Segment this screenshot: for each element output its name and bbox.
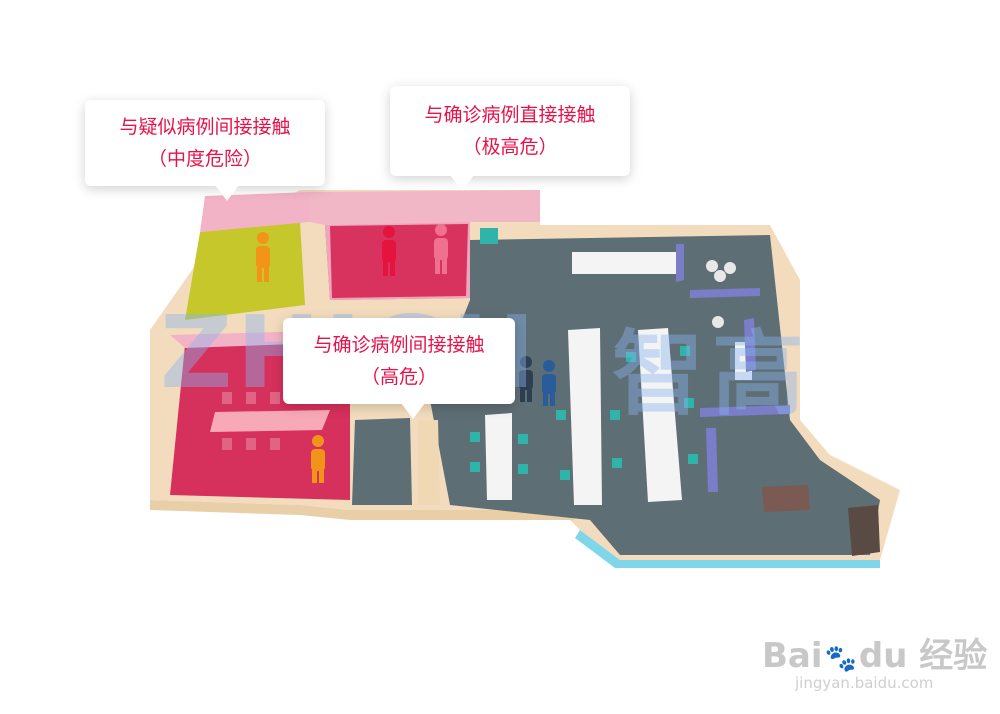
shelf <box>848 505 880 556</box>
person-office-worker <box>519 356 533 402</box>
callout-extreme-risk-line2: （极高危） <box>462 136 558 158</box>
baidu-url: jingyan.baidu.com <box>795 674 934 692</box>
callout-medium-risk-line1: 与疑似病例间接接触 <box>119 116 291 138</box>
person-confirmed <box>382 226 396 276</box>
medium-risk-zone <box>185 222 305 320</box>
lounge-chairs <box>706 260 736 328</box>
baidu-logo-cn: 经验 <box>919 636 988 676</box>
callout-extreme-risk: 与确诊病例直接接触 （极高危） <box>390 86 630 191</box>
reception-desk <box>762 485 810 512</box>
callout-high-risk-line2: （高危） <box>360 366 437 388</box>
callout-extreme-risk-line1: 与确诊病例直接接触 <box>424 104 596 126</box>
meeting-table-icon <box>210 392 330 450</box>
callout-medium-risk-line2: （中度危险） <box>147 148 262 170</box>
person-direct-contact <box>434 224 448 274</box>
partitions <box>676 244 790 492</box>
callout-medium-risk: 与疑似病例间接接触 （中度危险） <box>85 100 325 201</box>
chair-icon <box>470 228 698 480</box>
baidu-logo-right: du <box>858 636 908 676</box>
corridor-room <box>352 418 412 505</box>
paw-icon: 🐾 <box>824 644 857 674</box>
callout-high-risk: 与确诊病例间接接触 （高危） <box>283 318 515 419</box>
medium-risk-wall <box>200 192 310 232</box>
person-indirect-confirmed <box>311 435 325 483</box>
zhigh-watermark-cjk: 智高 <box>612 321 813 428</box>
baidu-jingyan-logo: Bai🐾du 经验 <box>762 628 987 677</box>
callout-high-risk-line1: 与确诊病例间接接触 <box>313 334 485 356</box>
person-office-worker <box>542 360 556 406</box>
person-indirect-suspected <box>256 232 270 282</box>
baidu-logo-left: Bai <box>762 636 823 676</box>
desk-rows <box>485 252 752 505</box>
